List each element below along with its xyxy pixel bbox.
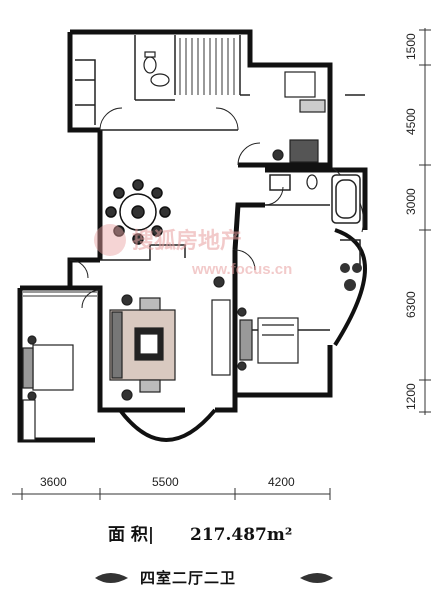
bay-chairs bbox=[340, 263, 362, 291]
storage-hatch bbox=[23, 38, 235, 297]
dim-bottom-3: 4200 bbox=[268, 475, 295, 489]
area-value: 217.487m² bbox=[190, 525, 292, 545]
ornament-left bbox=[95, 573, 128, 583]
dim-right-5: 1200 bbox=[404, 383, 418, 410]
walls bbox=[17, 29, 368, 443]
layout-type: 四室二厅二卫 bbox=[140, 569, 236, 587]
dim-right-2: 4500 bbox=[404, 108, 418, 135]
area-label: 面 积| bbox=[108, 525, 154, 545]
dim-bottom-1: 3600 bbox=[40, 475, 67, 489]
ornament-right bbox=[300, 573, 333, 583]
dim-right-3: 3000 bbox=[404, 188, 418, 215]
doors bbox=[69, 107, 284, 309]
interior-lines bbox=[75, 35, 365, 331]
watermark-cn: 搜狐房地产 bbox=[132, 228, 242, 254]
dim-bottom-2: 5500 bbox=[152, 475, 179, 489]
dimension-lines bbox=[12, 28, 431, 500]
bathtub bbox=[331, 174, 361, 224]
toilet-icon bbox=[143, 51, 318, 190]
living-furniture bbox=[109, 276, 231, 401]
bedroom-furniture bbox=[22, 307, 299, 441]
watermark: 搜狐房地产 www.focus.cn bbox=[94, 224, 292, 278]
dining-table bbox=[105, 179, 171, 245]
dim-right-4: 6300 bbox=[404, 291, 418, 318]
watermark-url: www.focus.cn bbox=[191, 261, 292, 278]
study-furniture bbox=[272, 71, 326, 163]
dim-right-1: 1500 bbox=[404, 33, 418, 60]
